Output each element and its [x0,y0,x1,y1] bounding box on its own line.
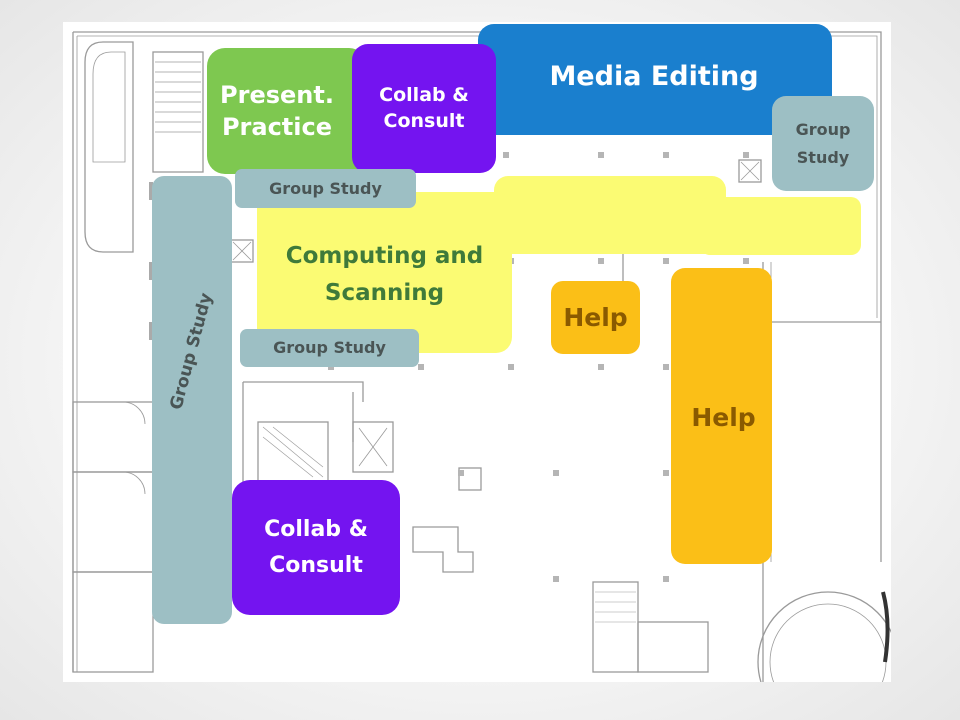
zone-collab-consult-bottom-text: Collab & Consult [264,512,368,582]
zone-computing-scanning-extension-right [700,197,861,255]
zone-help-small-label: Help [563,302,628,332]
zone-collab-consult-top: Collab & Consult [352,44,496,173]
zone-computing-scanning-extension-upper [494,176,726,254]
zone-group-study-right-text: Group Study [796,116,851,170]
zone-group-study-vertical: Group Study [152,176,232,624]
zone-help-tall: Help [671,268,772,564]
zone-group-study-mid: Group Study [240,329,419,367]
zone-group-study-right-line2: Study [796,147,850,167]
zone-collab-consult-bottom-line1: Collab & [264,517,368,543]
zone-group-study-vertical-label: Group Study [166,290,217,412]
zone-computing-scanning-text: Computing and Scanning [286,238,484,312]
zone-group-study-top-label: Group Study [269,178,382,198]
zone-group-study-mid-label: Group Study [273,338,386,358]
zone-collab-consult-bottom: Collab & Consult [232,480,400,615]
zone-present-practice-text: Present. Practice [220,79,334,144]
zone-collab-consult-top-text: Collab & Consult [379,83,469,134]
zone-group-study-top: Group Study [235,169,416,208]
zone-collab-consult-top-line1: Collab & [379,83,469,106]
zone-group-study-right: Group Study [772,96,874,191]
zone-present-practice-line2: Practice [221,113,333,141]
zone-help-tall-label: Help [691,403,756,433]
zone-media-editing: Media Editing [478,24,832,135]
zone-help-small: Help [551,281,640,354]
zone-collab-consult-bottom-line2: Consult [269,552,363,578]
zone-collab-consult-top-line2: Consult [383,109,465,132]
floor-plan-drawing [72,31,891,682]
zone-computing-scanning: Computing and Scanning [257,192,512,353]
zone-group-study-right-line1: Group [795,120,851,140]
zone-computing-scanning-line1: Computing and [285,242,484,269]
zone-media-editing-label: Media Editing [549,61,759,93]
zone-present-practice: Present. Practice [207,48,367,174]
zone-present-practice-line1: Present. [220,80,334,109]
zone-computing-scanning-line2: Scanning [324,279,445,306]
